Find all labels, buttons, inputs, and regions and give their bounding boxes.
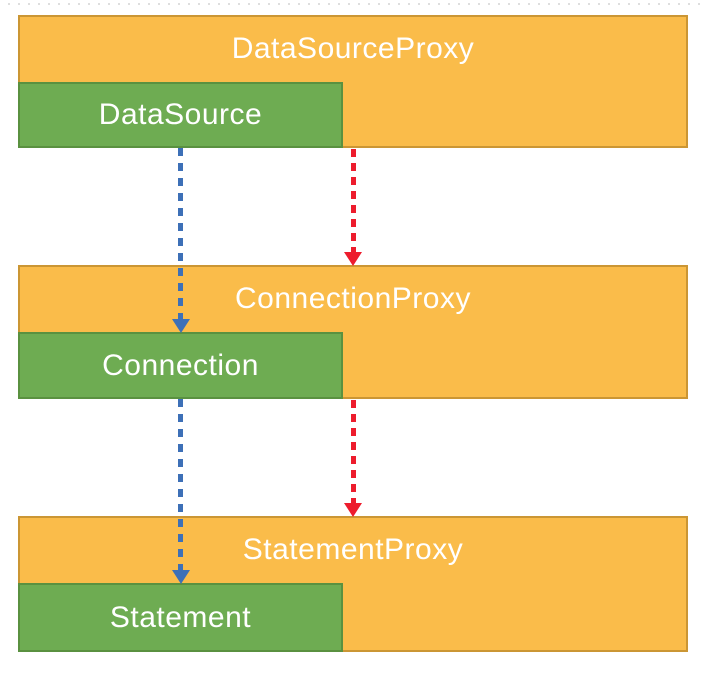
inner-box-label: DataSource (98, 98, 263, 131)
proxy-bar-label: StatementProxy (242, 532, 464, 566)
proxy-bar-label: ConnectionProxy (235, 281, 471, 315)
arrow-line-connection-to-statement (178, 399, 183, 571)
arrowhead-icon-datasourceproxy-to-connectionproxy (344, 252, 362, 266)
arrow-line-datasourceproxy-to-connectionproxy (351, 149, 356, 254)
arrow-line-connectionproxy-to-statementproxy (351, 400, 356, 505)
arrowhead-icon-datasource-to-connection (172, 319, 190, 333)
inner-box-datasource: DataSource (18, 82, 343, 148)
arrowhead-icon-connectionproxy-to-statementproxy (344, 503, 362, 517)
inner-box-label: Statement (109, 600, 252, 634)
proxy-bar-connectionproxy: ConnectionProxy (18, 265, 688, 399)
arrowhead-icon-connection-to-statement (172, 570, 190, 584)
arrow-line-datasource-to-connection (178, 148, 183, 320)
top-dotted-guide-line (8, 3, 706, 5)
inner-box-statement: Statement (18, 583, 343, 652)
inner-box-label: Connection (102, 348, 259, 382)
inner-box-connection: Connection (18, 332, 343, 399)
proxy-bar-label: DataSourceProxy (231, 31, 475, 65)
